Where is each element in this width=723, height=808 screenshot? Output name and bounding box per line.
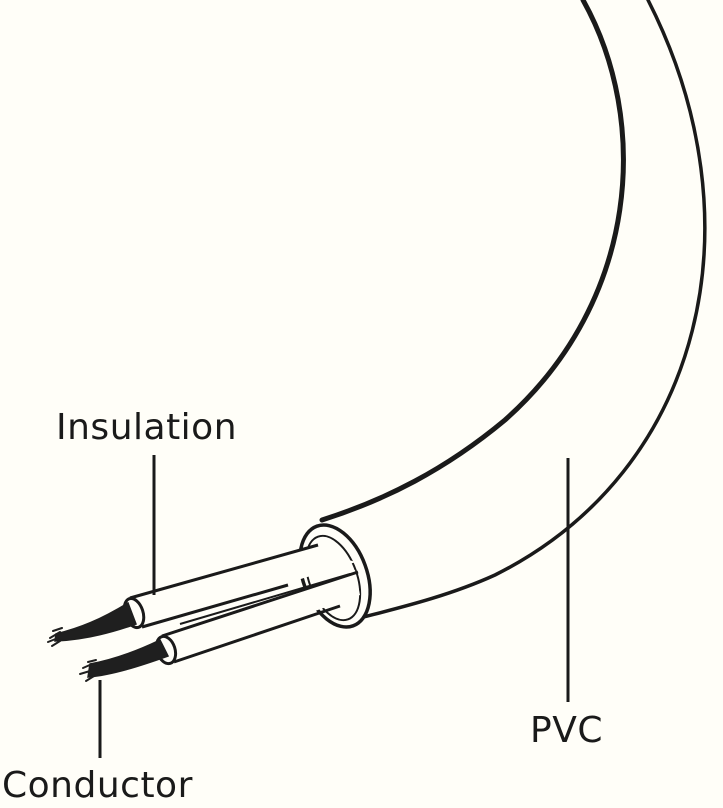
pvc-jacket-outer-edge [343,0,707,624]
pvc-jacket-inner-edge [319,0,626,523]
insulated-wire-upper-body [128,548,356,627]
conductor-strands-upper-bundle [54,601,137,642]
conductor-strands-lower-frayed-end [79,659,97,682]
insulated-wire-lower-top-edge [161,570,359,638]
conductor-strands-upper-frayed-end [47,627,63,647]
insulated-wire-upper [122,543,356,630]
conductor-label: Conductor [2,765,193,806]
pvc-label: PVC [530,710,603,751]
conductor-strands-lower [79,639,170,682]
conductor-strands-upper [47,601,137,647]
pvc-jacket [298,0,707,629]
wire-separator-line [179,573,351,625]
insulated-wire-lower-bottom-edge [173,604,341,664]
insulated-wire-upper-top-edge [129,543,319,600]
insulated-wire-lower-body [160,570,360,662]
pvc-jacket-body [304,0,706,628]
insulated-wire-upper-bottom-edge [141,583,289,629]
conductor-strands-lower-bundle [87,639,170,678]
insulation-label: Insulation [56,407,238,448]
